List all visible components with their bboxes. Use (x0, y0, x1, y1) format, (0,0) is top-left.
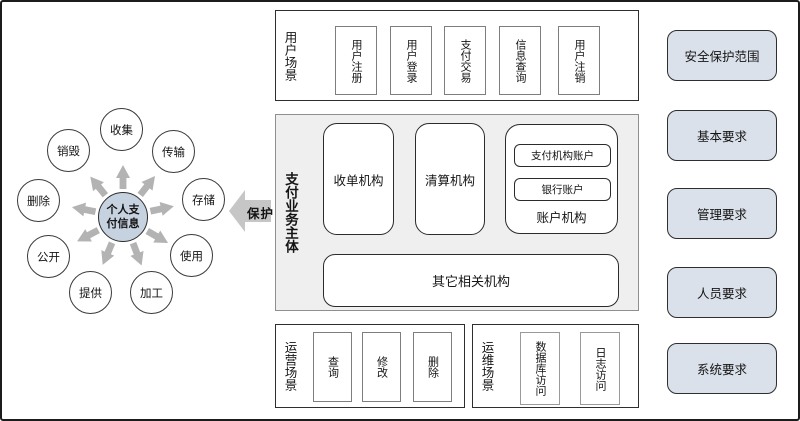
hub-node-provide: 提供 (69, 271, 112, 314)
hub-node-label: 销毁 (57, 143, 80, 158)
hub-node-label: 公开 (37, 249, 60, 264)
user-scenario-section: 用户场景 用户注册 用户登录 支付交易 信息查询 用户注销 (275, 10, 639, 101)
user-scenario-item: 信息查询 (499, 26, 541, 95)
hub-node-label: 提供 (79, 285, 102, 300)
user-scenario-item: 支付交易 (444, 26, 486, 95)
radial-arrow (149, 202, 174, 216)
hub-node-destroy: 销毁 (47, 129, 90, 172)
account-group-label: 账户机构 (536, 210, 587, 225)
maintenance-item: 数据库访问 (520, 332, 560, 405)
maintenance-scenario-title: 运维场景 (479, 341, 495, 391)
hub-node-disclose: 公开 (27, 235, 70, 278)
payment-entities-title: 支付业务主体 (282, 172, 298, 253)
hub-center-label: 个人支付信息 (106, 203, 140, 230)
user-scenario-item: 用户登录 (390, 26, 432, 95)
operation-scenario-section: 运营场景 查询 修改 删除 (275, 324, 465, 408)
protect-label: 保护 (247, 206, 275, 221)
hub-node-label: 使用 (180, 248, 203, 263)
radial-arrow (137, 176, 156, 198)
hub-node-transmit: 传输 (152, 130, 195, 173)
other-institutions-box: 其它相关机构 (323, 254, 619, 307)
operation-item: 查询 (313, 332, 352, 402)
account-item: 银行账户 (514, 178, 611, 201)
hub-node-use: 使用 (170, 234, 213, 277)
requirement-personnel: 人员要求 (667, 267, 777, 318)
radial-arrow (145, 228, 169, 243)
radial-arrow (129, 241, 144, 266)
radial-arrow (71, 202, 97, 217)
radial-arrow (101, 241, 116, 265)
account-item: 支付机构账户 (514, 144, 611, 167)
user-scenario-item: 用户注销 (558, 26, 600, 95)
hub-node-process: 加工 (130, 271, 173, 314)
hub-node-delete: 删除 (17, 179, 60, 222)
radial-arrow (90, 176, 109, 198)
user-scenario-title: 用户场景 (282, 30, 298, 81)
clearing-box: 清算机构 (415, 123, 485, 235)
payment-entities-section: 支付业务主体 收单机构 清算机构 支付机构账户 银行账户 账户机构 其它相关机构 (275, 114, 639, 311)
hub-node-collect: 收集 (100, 108, 143, 151)
maintenance-item: 日志访问 (580, 332, 620, 405)
acquirer-box: 收单机构 (323, 123, 394, 235)
radial-arrow (116, 165, 130, 189)
requirement-security-scope: 安全保护范围 (667, 30, 777, 81)
operation-scenario-title: 运营场景 (282, 341, 298, 391)
hub-node-store: 存储 (182, 178, 225, 221)
user-scenario-item: 用户注册 (335, 26, 377, 95)
requirement-system: 系统要求 (667, 343, 777, 394)
hub-node-label: 传输 (162, 144, 185, 159)
account-group-box: 支付机构账户 银行账户 账户机构 (505, 124, 618, 234)
maintenance-scenario-section: 运维场景 数据库访问 日志访问 (472, 324, 639, 408)
operation-item: 删除 (413, 332, 452, 402)
hub-node-label: 加工 (140, 285, 163, 300)
requirement-management: 管理要求 (667, 188, 777, 239)
radial-arrow (77, 227, 100, 242)
requirement-basic: 基本要求 (667, 110, 777, 161)
operation-item: 修改 (362, 332, 401, 402)
hub-center-circle: 个人支付信息 (98, 192, 148, 242)
hub-node-label: 收集 (110, 122, 133, 137)
hub-node-label: 删除 (27, 193, 50, 208)
hub-node-label: 存储 (192, 192, 215, 207)
